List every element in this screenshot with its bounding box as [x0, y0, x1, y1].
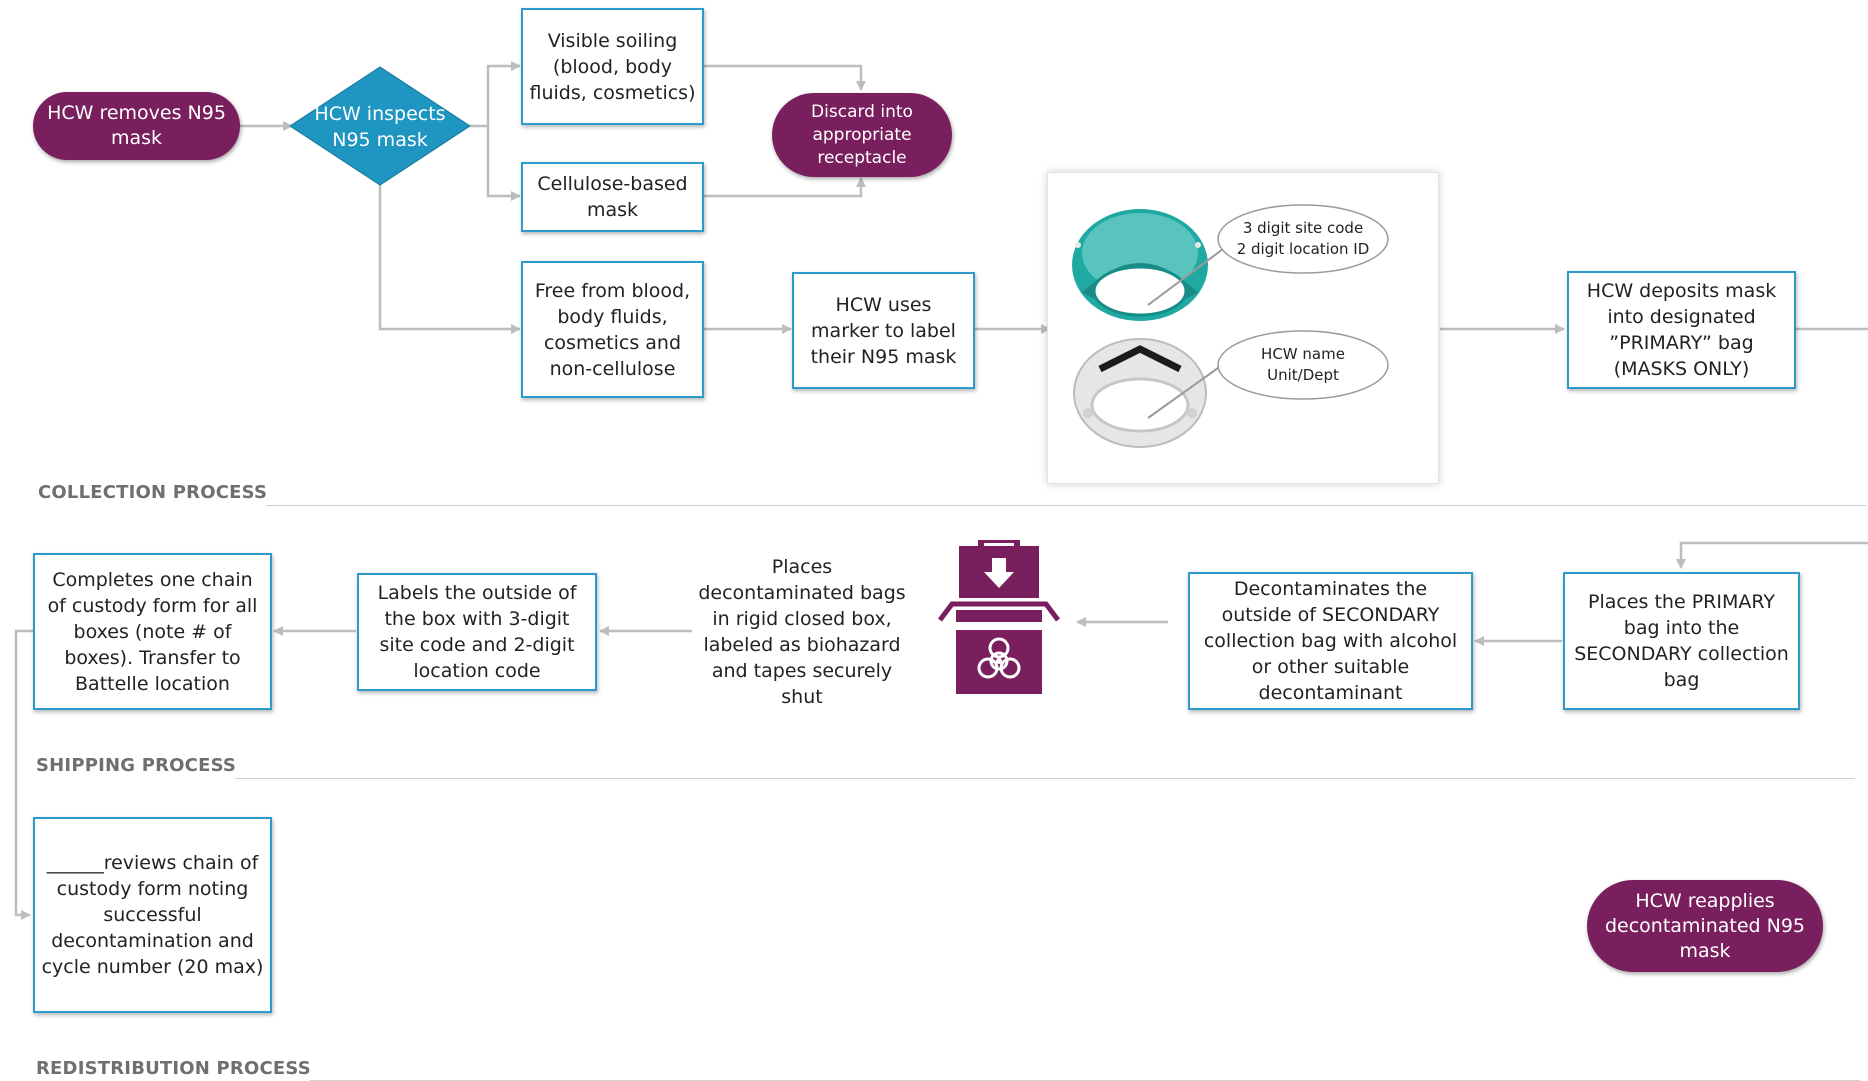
callout-site-code-text: 3 digit site code: [1242, 219, 1364, 237]
biohazard-bin-icon: [938, 540, 1060, 694]
callout-location-id-text: 2 digit location ID: [1236, 240, 1370, 258]
decision-diamond-shape: [289, 66, 471, 186]
edge-cellulose-to-discard: [704, 177, 866, 198]
callout-bubble-site-code: [1217, 204, 1389, 274]
start-hcw-removes-mask: HCW removes N95 mask: [33, 92, 240, 160]
section-label-redistribution: REDISTRIBUTION PROCESS: [36, 1058, 311, 1079]
hcw-deposits-mask-box: HCW deposits mask into designated ”PRIMA…: [1567, 271, 1796, 389]
discard-receptacle: Discard into appropriate receptacle: [772, 93, 952, 177]
edge-soiling-to-discard: [704, 64, 866, 91]
teal-n95-mask-icon: [1072, 209, 1208, 321]
white-n95-mask-icon: [1073, 338, 1207, 448]
section-label-collection: COLLECTION PROCESS: [38, 482, 268, 503]
edge-inspects-to-soiling: [470, 61, 521, 128]
free-from-contaminants-box: Free from blood, body fluids, cosmetics …: [521, 261, 704, 398]
edge-inspects-to-cellulose: [486, 126, 521, 201]
callout-hcw-name-text: HCW name: [1261, 345, 1345, 363]
places-primary-bag-box: Places the PRIMARY bag into the SECONDAR…: [1563, 572, 1800, 710]
mask-illustration: [1072, 204, 1389, 448]
callout-site-location: 3 digit site code 2 digit location ID: [1218, 213, 1388, 265]
callout-hcw-unit: HCW name Unit/Dept: [1218, 339, 1388, 391]
callout-bubble-hcw-name: [1217, 330, 1389, 400]
edge-inspects-to-free: [378, 185, 521, 334]
section-divider-shipping: [235, 778, 1855, 779]
end-hcw-reapplies-mask: HCW reapplies decontaminated N95 mask: [1587, 880, 1823, 972]
places-in-rigid-box-text: Places decontaminated bags in rigid clos…: [698, 556, 906, 708]
labels-box-codes-box: Labels the outside of the box with 3-dig…: [357, 573, 597, 691]
visible-soiling-box: Visible soiling (blood, body fluids, cos…: [521, 8, 704, 125]
section-divider-collection: [266, 505, 1866, 506]
mask-labeling-photo: 3 digit site code 2 digit location ID HC…: [1047, 172, 1439, 484]
edge-wrap-return: [1676, 541, 1868, 569]
hcw-labels-mask-box: HCW uses marker to label their N95 mask: [792, 272, 975, 389]
reviews-chain-of-custody-box: ______reviews chain of custody form noti…: [33, 817, 272, 1013]
edge-completes-to-reviews: [14, 629, 33, 920]
section-label-shipping: SHIPPING PROCESS: [36, 755, 237, 776]
decontaminates-secondary-bag-box: Decontaminates the outside of SECONDARY …: [1188, 572, 1473, 710]
completes-chain-of-custody-box: Completes one chain of custody form for …: [33, 553, 272, 710]
cellulose-mask-box: Cellulose-based mask: [521, 162, 704, 232]
callout-unit-dept-text: Unit/Dept: [1267, 366, 1339, 384]
decision-hcw-inspects-mask: HCW inspects N95 mask: [314, 103, 446, 151]
